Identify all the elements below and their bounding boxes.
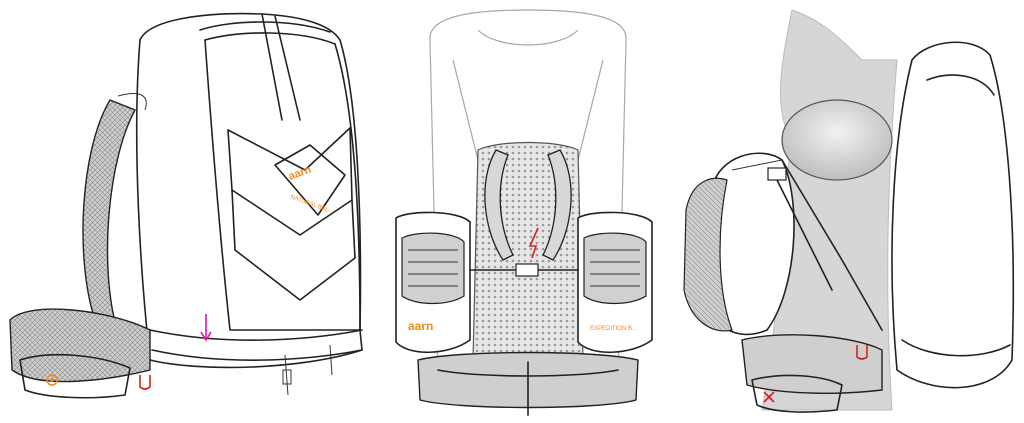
hip-belt-pocket [19, 353, 131, 399]
magenta-arrow-indicator [200, 314, 212, 342]
backpack-side-view-right [672, 0, 1024, 423]
red-hook-accent [139, 375, 151, 390]
main-pack-faint-outline [429, 9, 627, 381]
backpack-side-view-right-drawing [683, 9, 1015, 413]
main-pack-body [135, 12, 363, 369]
shoulder-strap [82, 99, 136, 323]
backpack-side-view-left-drawing: aarn NATURAL BAL... [9, 12, 363, 399]
backpack-back-view-center: aarn EXPEDITION B... [378, 0, 678, 423]
red-hook-accent [856, 345, 868, 360]
hip-belt-orange-marker [46, 374, 58, 386]
side-buckle [767, 167, 787, 181]
hip-belt [741, 334, 883, 394]
main-pack-body [891, 41, 1015, 389]
front-pocket-mesh [683, 177, 733, 332]
backpack-back-view-drawing: aarn EXPEDITION B... [395, 9, 653, 416]
hip-belt-red-marker [763, 391, 775, 403]
left-pocket-logo-text: aarn [408, 319, 433, 333]
brand-sublabel-text: NATURAL BAL... [289, 194, 334, 215]
back-pad [781, 99, 893, 181]
logo-patch [274, 144, 346, 216]
front-pocket [204, 39, 361, 331]
brand-logo-text: aarn [287, 163, 313, 182]
right-pocket-label-text: EXPEDITION B... [590, 326, 637, 332]
backpack-side-view-left: aarn NATURAL BAL... [0, 0, 380, 423]
hip-belt-pocket [751, 374, 843, 413]
left-shoulder-strap [484, 149, 514, 261]
center-red-accent [528, 227, 539, 259]
right-shoulder-strap [542, 149, 572, 261]
